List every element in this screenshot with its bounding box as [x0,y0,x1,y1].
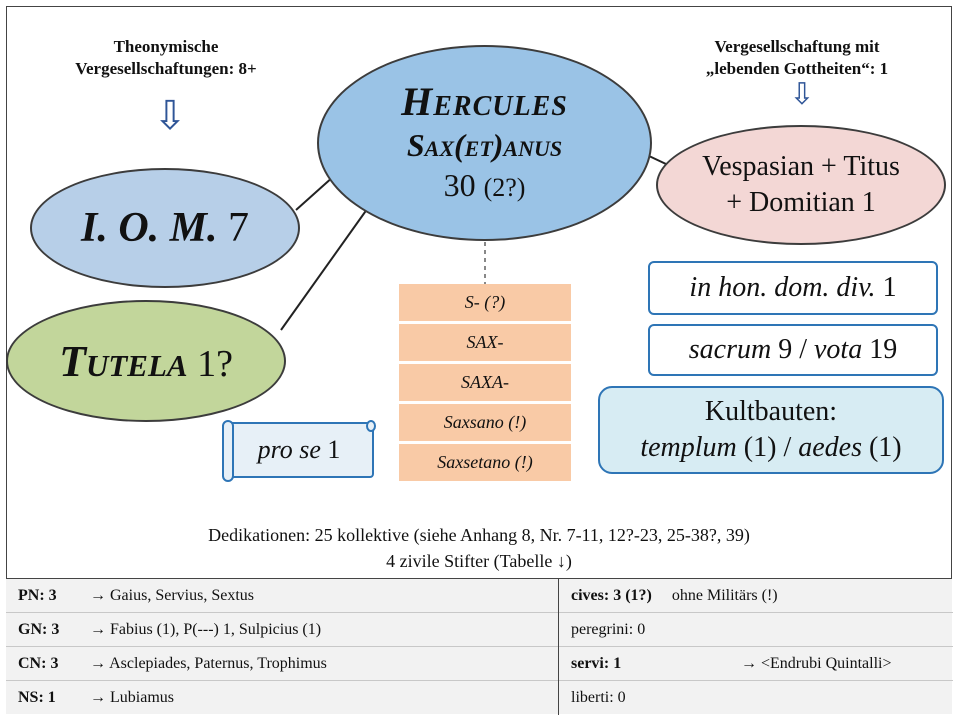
iom-line: I. O. M. 7 [81,204,249,252]
row-key: NS: 1 [18,689,56,706]
right-arrow-down-icon: ⇩ [789,78,815,111]
hercules-count: 30 [443,166,476,203]
emperors-line2: + Domitian 1 [726,187,876,218]
spelling-row: SAXA- [399,364,571,402]
kultbauten-title: Kultbauten: [704,396,838,427]
connector-tutela [280,204,371,331]
names-column: PN: 3 → Gaius, Servius, Sextus GN: 3 → F… [6,579,558,715]
iom-count: 7 [228,205,250,251]
row-key: CN: 3 [18,654,59,672]
right-header-line1: Vergesellschaftung mit [714,37,880,56]
table-row: PN: 3 → Gaius, Servius, Sextus [6,579,558,613]
scroll-curl-icon [222,420,234,482]
spelling-row: Saxsano (!) [399,404,571,442]
pro-se-text: pro se 1 [258,435,341,465]
row-value: → Gaius, Servius, Sextus [90,586,254,604]
emperors-node: Vespasian + Titus + Domitian 1 [656,125,946,245]
row-key: GN: 3 [18,620,60,638]
right-header-line2: „lebenden Gottheiten“: 1 [705,59,889,78]
table-row: cives: 3 (1?) ohne Militärs (!) [559,579,953,613]
dedications-line1: Dedikationen: 25 kollektive (siehe Anhan… [208,525,750,545]
right-header: Vergesellschaftung mit „lebenden Gotthei… [662,36,932,80]
row-value: → Fabius (1), P(---) 1, Sulpicius (1) [90,620,322,638]
hercules-count-line: 30 (2?) [444,165,526,208]
aedes-label: aedes [798,432,862,463]
spelling-row: Saxsetano (!) [399,444,571,482]
row-key: PN: 3 [18,586,57,604]
honor-box: in hon. dom. div. 1 [648,261,938,315]
table-row: GN: 3 → Fabius (1), P(---) 1, Sulpicius … [6,613,558,647]
hercules-epithet: Sax(et)anus [406,126,563,163]
tutela-count: 1? [197,342,233,385]
table-row: servi: 1 → <Endrubi Quintalli> [559,647,953,681]
emperors-line1: Vespasian + Titus [702,151,900,182]
iom-node: I. O. M. 7 [30,168,300,288]
connector-emperors [648,155,667,165]
row-value: ohne Militärs (!) [671,586,778,604]
hercules-node: Hercules Sax(et)anus 30 (2?) [317,45,652,241]
honor-count: 1 [882,272,897,303]
status-column: cives: 3 (1?) ohne Militärs (!) peregrin… [558,579,953,715]
hercules-uncertain: (2?) [483,172,526,202]
kultbauten-box: Kultbauten: templum (1) / aedes (1) [598,386,944,474]
row-key: servi: 1 [571,654,622,672]
dedications-note: Dedikationen: 25 kollektive (siehe Anhan… [6,522,952,574]
kultbauten-sep: / [783,432,792,463]
row-key: peregrini: 0 [571,620,646,638]
stifter-table: PN: 3 → Gaius, Servius, Sextus GN: 3 → F… [6,578,953,715]
spelling-row: S- (?) [399,284,571,322]
table-row: NS: 1 → Lubiamus [6,681,558,715]
tutela-node: Tutela 1? [6,300,286,422]
table-row: peregrini: 0 [559,613,953,647]
connector-iom [295,175,335,211]
row-value: → Asclepiades, Paternus, Trophimus [90,654,327,672]
table-row: liberti: 0 [559,681,953,715]
row-key: liberti: 0 [571,689,626,706]
iom-label: I. O. M. [80,205,218,251]
dedications-line2: 4 zivile Stifter (Tabelle ↓) [386,551,572,571]
tutela-line: Tutela 1? [59,336,233,387]
sacrum-count: 9 [778,334,793,365]
kultbauten-line: templum (1) / aedes (1) [640,430,901,466]
scroll-curl-top-icon [366,420,376,432]
vota-count: 19 [869,334,898,365]
vota-label: vota [814,334,863,365]
pro-se-label: pro se [257,435,321,464]
honor-label: in hon. dom. div. [689,272,876,303]
left-header: Theonymische Vergesellschaftungen: 8+ [36,36,296,80]
left-arrow-down-icon: ⇩ [153,93,187,138]
templum-label: templum [640,432,737,463]
sacrum-label: sacrum [688,334,772,365]
left-header-line2: Vergesellschaftungen: 8+ [75,59,257,78]
row-key: cives: 3 (1?) [571,586,652,604]
spelling-row: SAX- [399,324,571,362]
sacrum-box: sacrum 9 / vota 19 [648,324,938,376]
left-header-line1: Theonymische [113,37,219,56]
spellings-stack: S- (?) SAX- SAXA- Saxsano (!) Saxsetano … [399,284,571,484]
pro-se-scroll: pro se 1 [222,420,376,482]
pro-se-count: 1 [327,435,341,464]
row-value: → <Endrubi Quintalli> [741,654,892,672]
table-row: CN: 3 → Asclepiades, Paternus, Trophimus [6,647,558,681]
tutela-label: Tutela [59,336,188,386]
row-value: → Lubiamus [90,689,174,706]
aedes-count: (1) [868,432,902,463]
sacrum-sep: / [799,334,807,365]
hercules-name: Hercules [401,78,568,124]
templum-count: (1) [743,432,777,463]
